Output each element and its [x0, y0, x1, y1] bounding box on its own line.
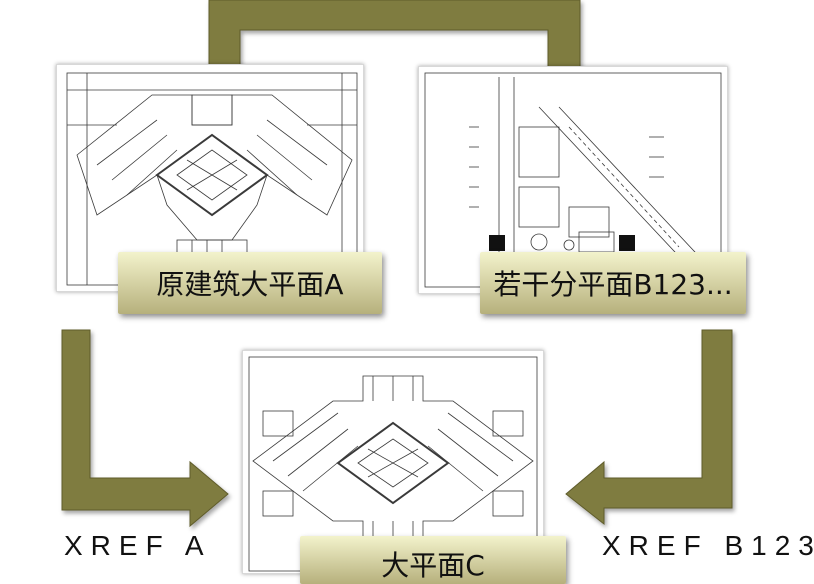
plan-b-label-text: 若干分平面B123... — [493, 268, 733, 301]
plan-a-label-text: 原建筑大平面A — [156, 268, 344, 301]
arrow-b-to-c — [565, 329, 733, 526]
xref-b-caption: XREF B123 — [602, 530, 814, 561]
plan-a-label: 原建筑大平面A — [118, 252, 382, 314]
arrow-a-to-c — [61, 329, 229, 528]
plan-b-label: 若干分平面B123... — [480, 252, 746, 314]
plan-c-label-text: 大平面C — [381, 549, 485, 582]
floor-plan-drawing-icon — [66, 72, 358, 286]
xref-a-caption: XREF A — [64, 530, 212, 561]
flow-arrows — [61, 0, 733, 528]
plan-c-label: 大平面C — [300, 536, 566, 584]
